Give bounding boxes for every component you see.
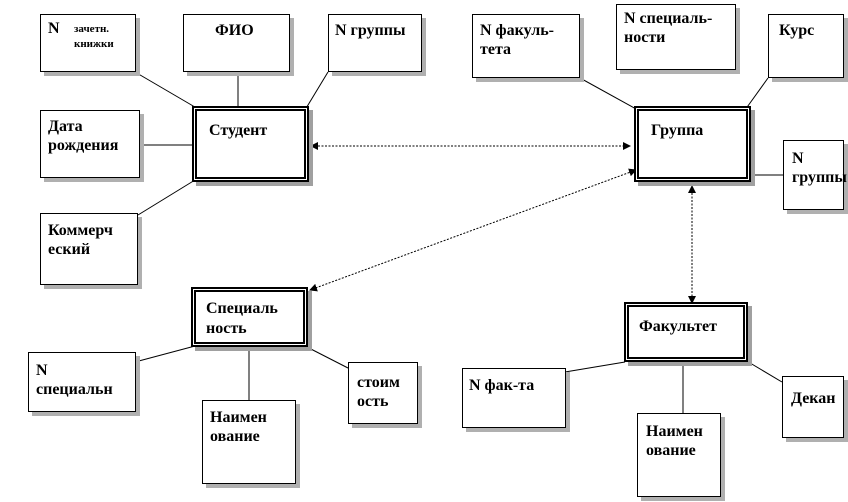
- attr-specialty-name: Наимен ование: [202, 400, 296, 484]
- attr-birth-date: Дата рождения: [40, 110, 140, 178]
- link-specialty-no: [134, 345, 196, 363]
- link-group-faculty-no: [579, 77, 639, 111]
- attr-fio: ФИО: [183, 14, 290, 72]
- entity-student: Студент: [192, 106, 309, 182]
- attr-dean: Декан: [782, 376, 844, 438]
- attr-cost: стоим ость: [348, 362, 418, 424]
- attr-group-specialty-no-label: N специаль- ности: [624, 10, 713, 46]
- attr-group-no-label: N группы: [792, 150, 847, 186]
- attr-student-group-no-label: N группы: [335, 22, 406, 39]
- attr-specialty-no: N специальн: [28, 352, 136, 412]
- link-group-course: [744, 77, 769, 111]
- link-faculty-short-no: [564, 361, 626, 373]
- attr-commercial: Коммерч еский: [40, 213, 138, 285]
- relation-group-specialty: [309, 168, 637, 292]
- attr-faculty-name: Наимен ование: [637, 413, 721, 497]
- attr-birth-date-label: Дата рождения: [48, 118, 119, 154]
- attr-cost-label: стоим ость: [357, 374, 400, 410]
- attr-record-book-no-text: зачетн. книжки: [74, 23, 114, 50]
- link-student-group-no: [304, 71, 329, 111]
- attr-specialty-no-label: N специальн: [36, 362, 113, 398]
- link-student-commercial: [137, 179, 196, 216]
- link-specialty-cost: [304, 345, 349, 369]
- link-student-record-book: [134, 71, 201, 111]
- attr-student-group-no: N группы: [328, 14, 422, 72]
- entity-faculty: Факультет: [624, 302, 748, 362]
- attr-record-book-no-n: N: [48, 20, 60, 37]
- entity-specialty-label: Специаль ность: [206, 300, 278, 337]
- attr-faculty-no-label: N факуль- тета: [480, 22, 554, 58]
- attr-record-book-no: N зачетн. книжки: [40, 14, 136, 72]
- attr-group-specialty-no: N специаль- ности: [616, 4, 736, 70]
- link-faculty-dean: [744, 359, 783, 383]
- attr-group-no: N группы: [783, 140, 847, 210]
- entity-specialty: Специаль ность: [191, 287, 308, 347]
- attr-course-label: Курс: [779, 22, 815, 39]
- attr-faculty-name-label: Наимен ование: [646, 423, 703, 459]
- attr-commercial-label: Коммерч еский: [48, 222, 113, 258]
- attr-faculty-short-no: N фак-та: [462, 368, 566, 428]
- entity-group: Группа: [634, 106, 751, 182]
- entity-group-label: Группа: [651, 122, 704, 139]
- attr-course: Курс: [768, 14, 844, 78]
- attr-specialty-name-label: Наимен ование: [210, 409, 267, 445]
- attr-faculty-short-no-label: N фак-та: [469, 377, 535, 394]
- attr-dean-label: Декан: [791, 390, 836, 407]
- attr-faculty-no: N факуль- тета: [472, 14, 580, 78]
- entity-student-label: Студент: [209, 122, 268, 139]
- entity-faculty-label: Факультет: [639, 318, 717, 335]
- attr-fio-label: ФИО: [215, 22, 254, 39]
